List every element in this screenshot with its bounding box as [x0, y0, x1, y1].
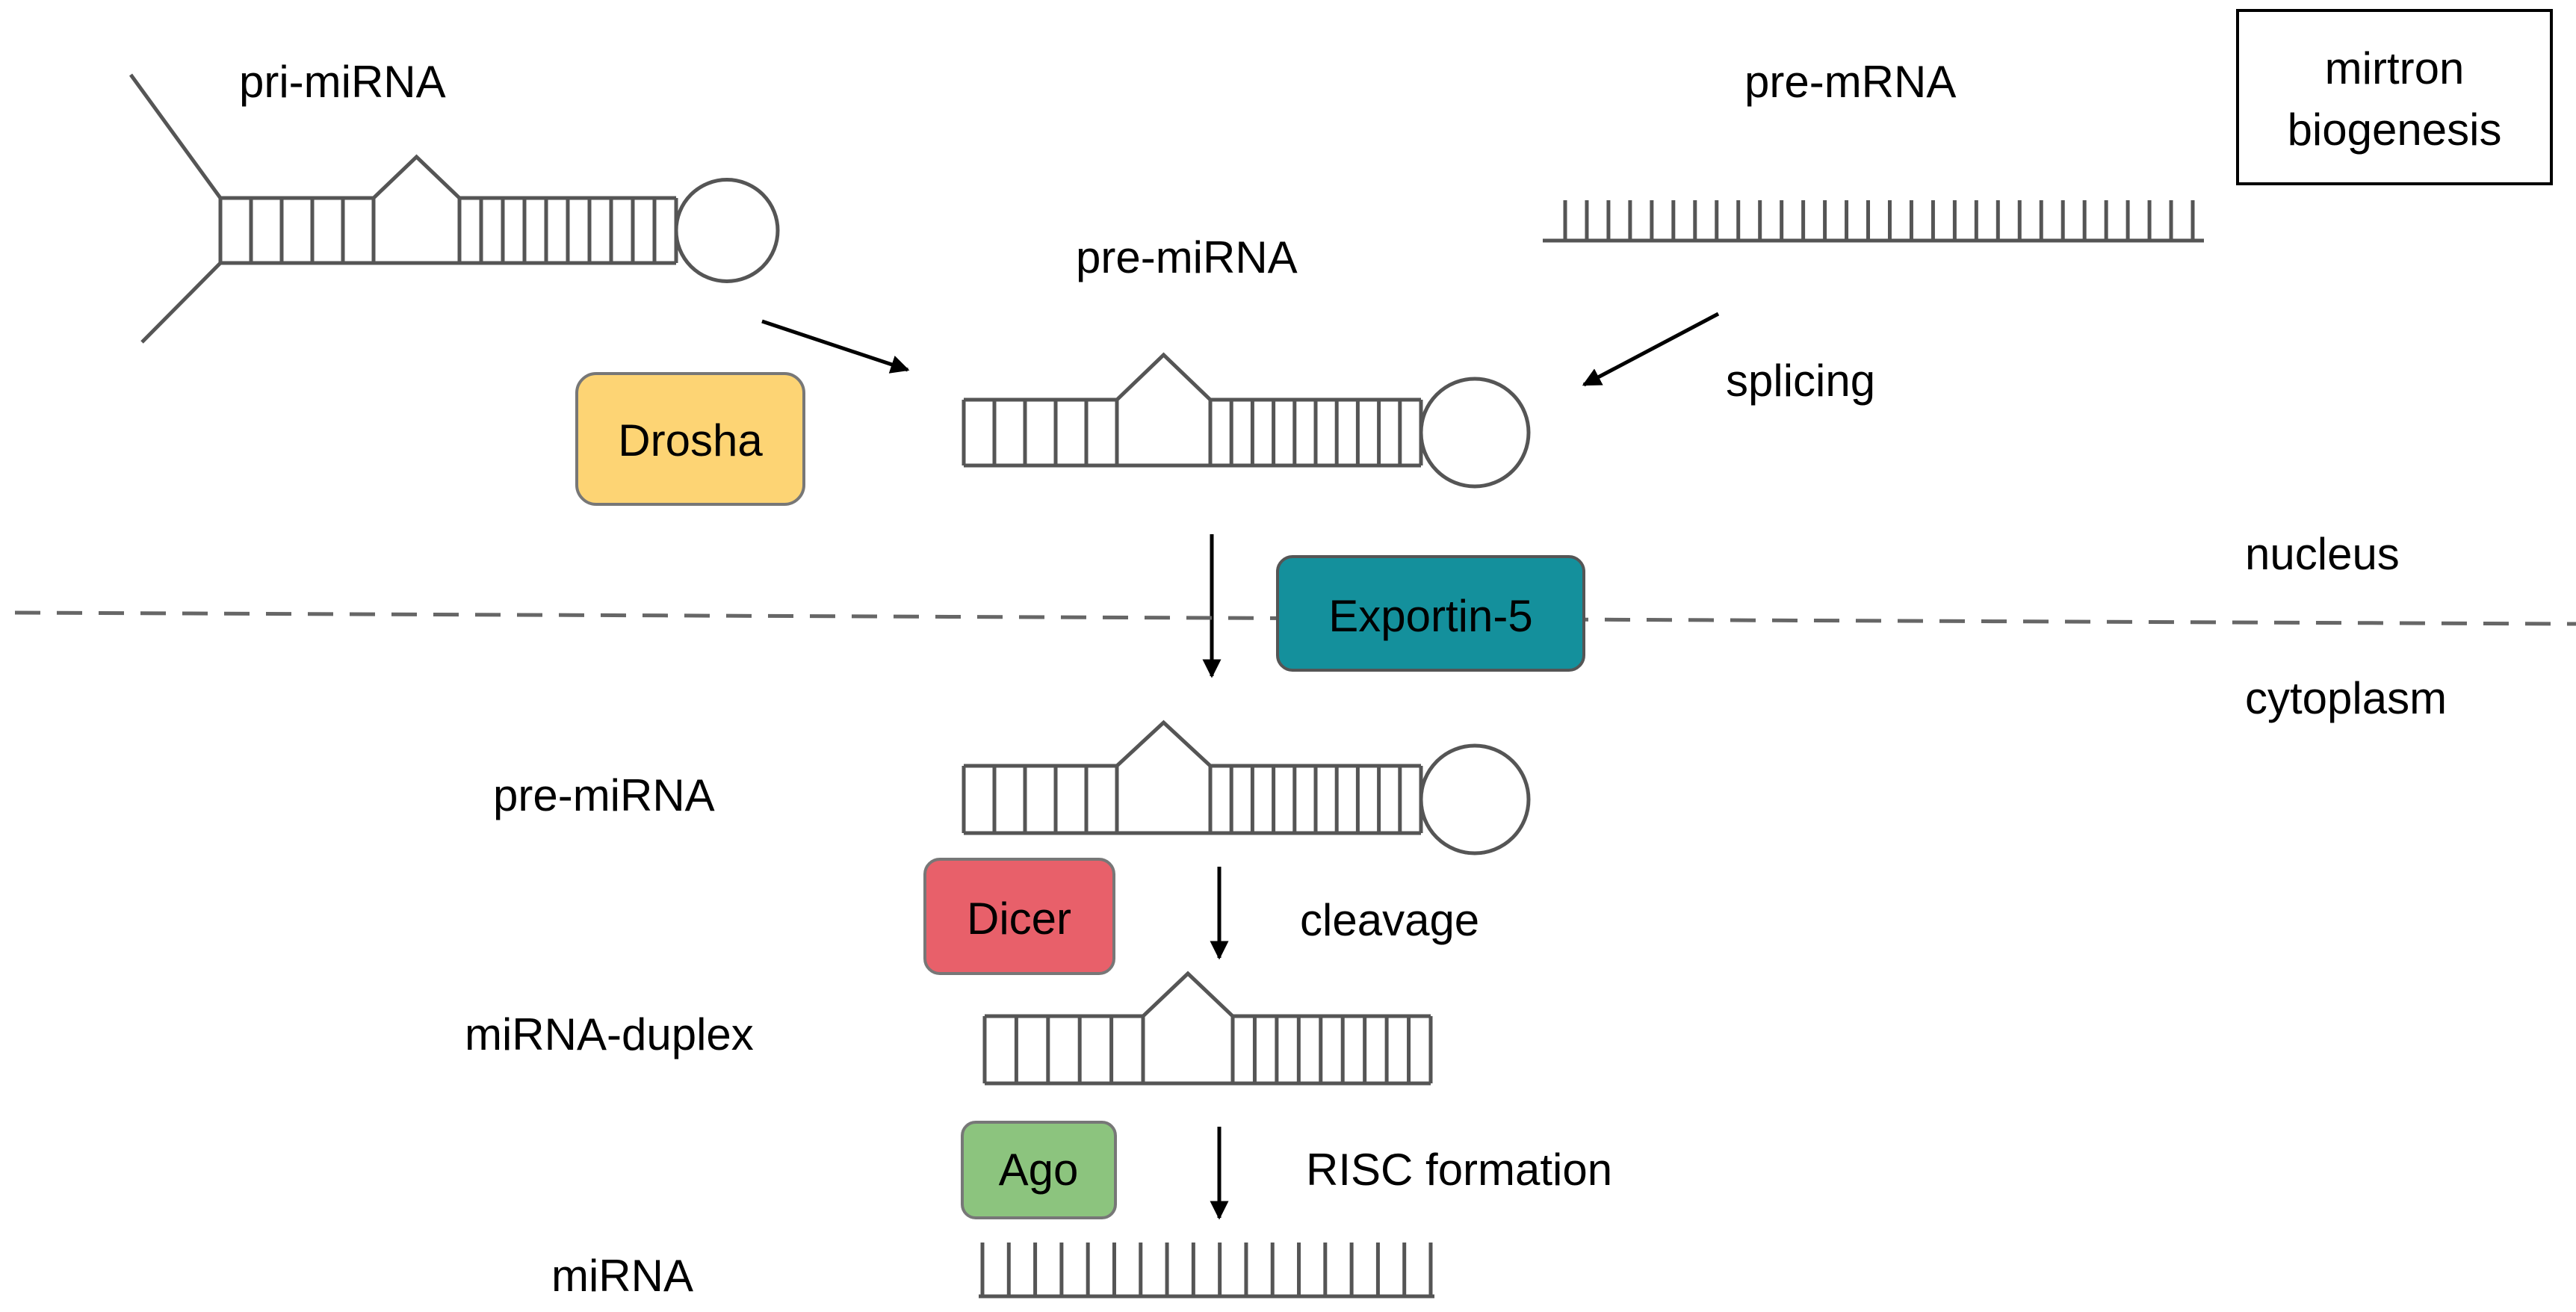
splicing-label: splicing: [1726, 356, 1875, 406]
mature-mirna-structure: [979, 1243, 1434, 1299]
pre-mirna-cytoplasm-label: pre-miRNA: [493, 770, 715, 820]
pre-mirna-cytoplasm-structure: [962, 720, 1531, 855]
terminal-loop: [1419, 743, 1531, 855]
title-line-2: biogenesis: [2288, 105, 2502, 155]
nucleus-label: nucleus: [2245, 529, 2400, 579]
ago-label: Ago: [999, 1145, 1079, 1195]
dicer-box: Dicer: [923, 858, 1115, 975]
pri-mirna-structure: [129, 73, 780, 344]
cleavage-label: cleavage: [1300, 895, 1479, 945]
pre-mirna-nucleus-structure: [962, 352, 1531, 489]
pre-mirna-nucleus-label: pre-miRNA: [1076, 232, 1298, 282]
mirna-label: miRNA: [551, 1251, 693, 1301]
pre-mrna-structure: [1543, 200, 2204, 243]
splicing-arrow: [1582, 312, 1720, 387]
title-box: mirtron biogenesis: [2236, 9, 2553, 185]
ago-box: Ago: [961, 1121, 1117, 1219]
top-strand: [964, 720, 1421, 768]
top-strand: [964, 352, 1421, 402]
exportin-5-label: Exportin-5: [1328, 591, 1532, 641]
drosha-label: Drosha: [618, 415, 763, 465]
top-strand: [985, 971, 1431, 1018]
mirna-duplex-label: miRNA-duplex: [465, 1009, 754, 1059]
nuclear-membrane-line: [14, 610, 2576, 626]
pre-mrna-label: pre-mRNA: [1744, 57, 1956, 107]
drosha-box: Drosha: [575, 372, 805, 506]
exportin-5-box: Exportin-5: [1276, 555, 1585, 672]
title-line-1: mirtron: [2325, 43, 2465, 93]
mirna-duplex-structure: [982, 971, 1433, 1086]
risc-formation-label: RISC formation: [1306, 1145, 1612, 1195]
pri-mirna-label: pri-miRNA: [239, 57, 446, 107]
cytoplasm-label: cytoplasm: [2245, 673, 2447, 723]
drosha-arrow: [761, 319, 910, 374]
terminal-loop: [1419, 377, 1531, 489]
terminal-loop: [674, 178, 780, 283]
top-strand: [220, 154, 676, 200]
dicer-label: Dicer: [967, 894, 1071, 944]
